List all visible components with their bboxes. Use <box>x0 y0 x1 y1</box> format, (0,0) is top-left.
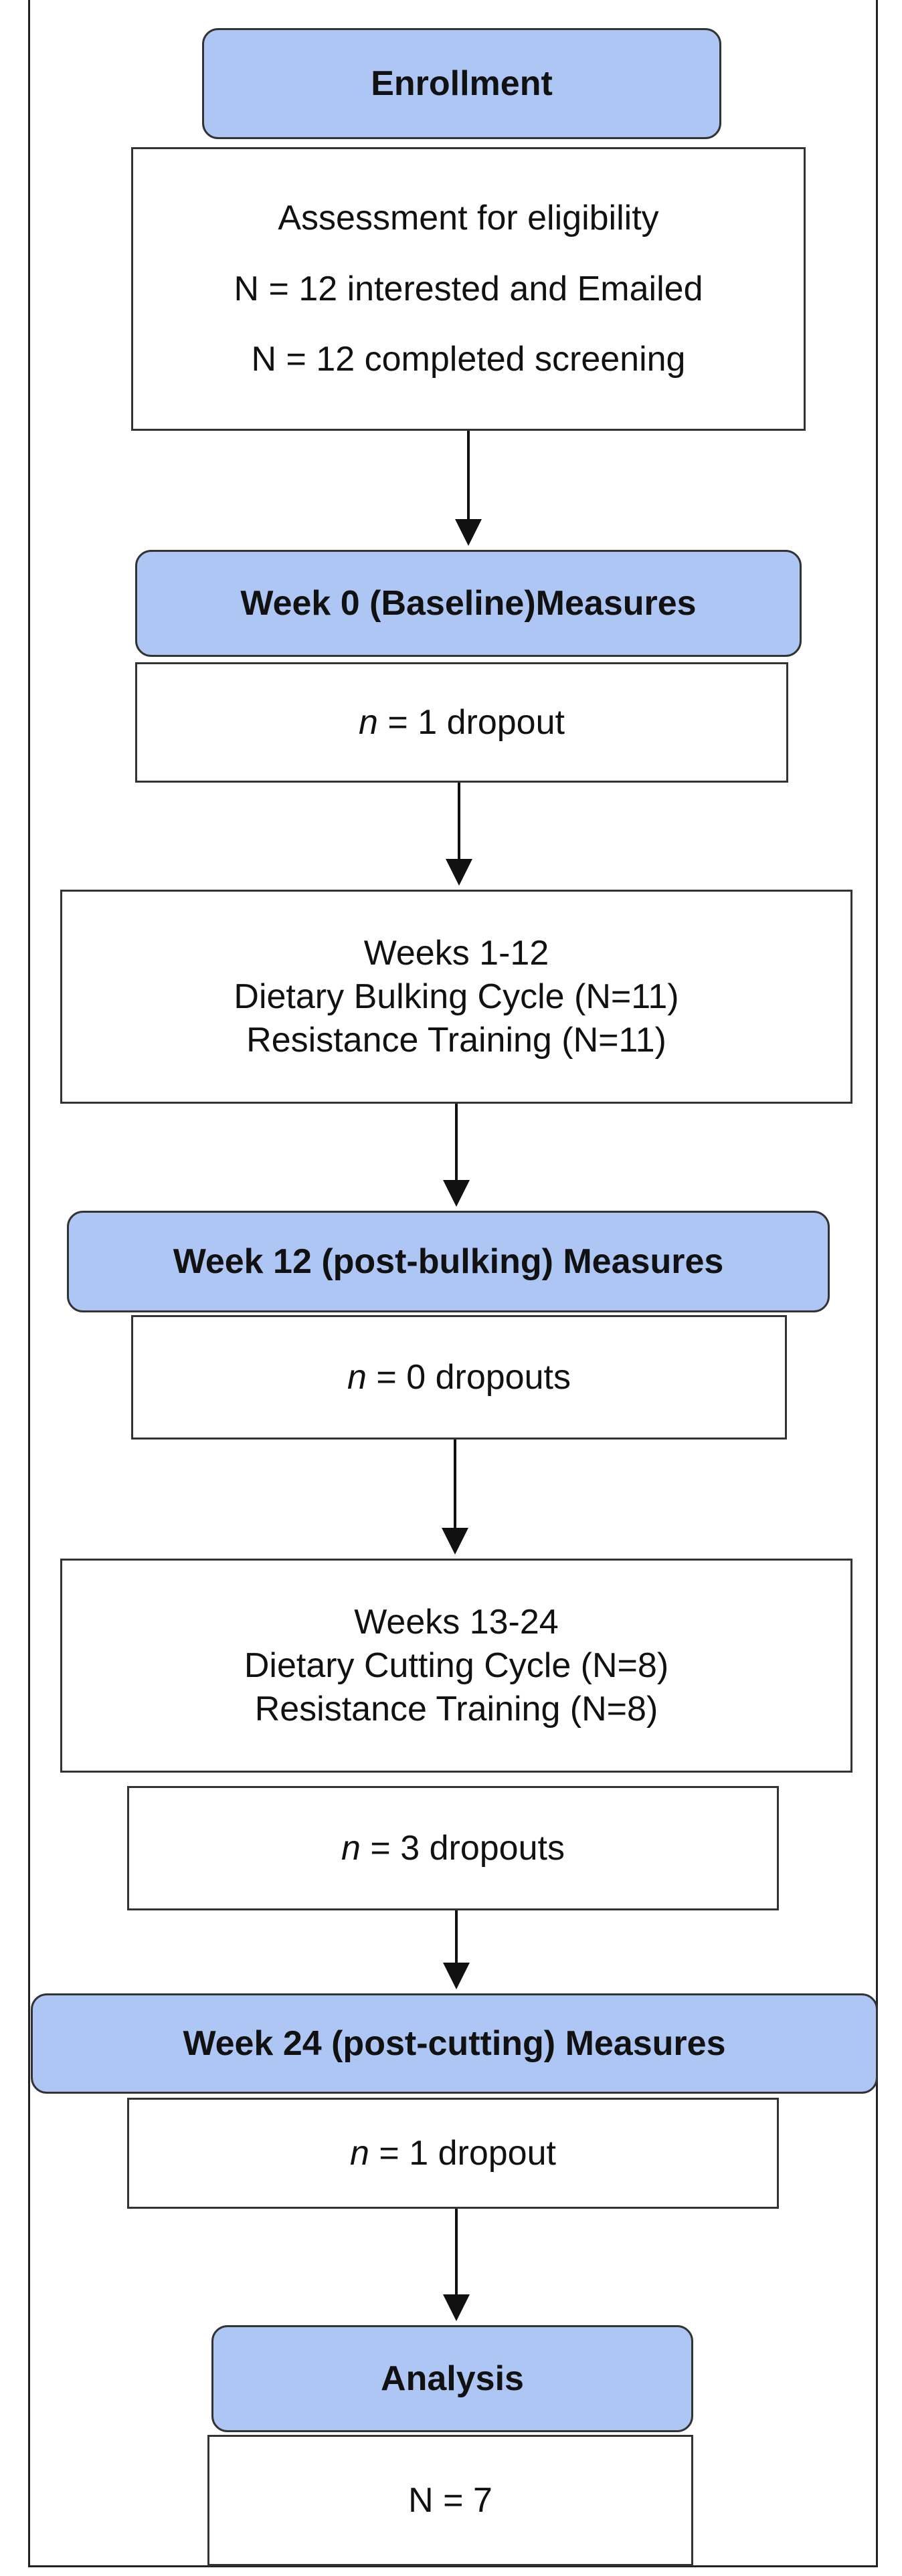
bulking-cycle-box: Weeks 1-12 Dietary Bulking Cycle (N=11) … <box>60 890 852 1104</box>
post-bulking-stage: Week 12 (post-bulking) Measures <box>67 1211 830 1312</box>
baseline-title: Week 0 (Baseline)Measures <box>240 584 697 623</box>
bulking-line-3: Resistance Training (N=11) <box>246 1020 666 1060</box>
bulking-line-1: Weeks 1-12 <box>363 933 549 973</box>
cutting-dropout-box: n = 3 dropouts <box>127 1786 779 1910</box>
post-cutting-dropout-text: n = 1 dropout <box>350 2133 556 2173</box>
baseline-stage: Week 0 (Baseline)Measures <box>135 550 802 657</box>
analysis-title: Analysis <box>381 2359 524 2398</box>
post-cutting-stage: Week 24 (post-cutting) Measures <box>31 1993 878 2094</box>
enrollment-stage: Enrollment <box>202 28 721 139</box>
cutting-line-1: Weeks 13-24 <box>354 1602 559 1642</box>
post-bulking-dropout-text: n = 0 dropouts <box>347 1357 571 1397</box>
post-bulking-title: Week 12 (post-bulking) Measures <box>173 1242 724 1281</box>
eligibility-line-2: N = 12 interested and Emailed <box>234 269 703 308</box>
final-sample-text: N = 7 <box>408 2480 492 2520</box>
baseline-dropout-box: n = 1 dropout <box>135 662 788 783</box>
analysis-stage: Analysis <box>211 2325 693 2432</box>
cutting-dropout-text: n = 3 dropouts <box>341 1828 565 1868</box>
eligibility-line-1: Assessment for eligibility <box>278 198 659 237</box>
bulking-line-2: Dietary Bulking Cycle (N=11) <box>234 977 679 1016</box>
eligibility-box: Assessment for eligibility N = 12 intere… <box>131 147 806 431</box>
enrollment-title: Enrollment <box>371 64 553 103</box>
post-bulking-dropout-box: n = 0 dropouts <box>131 1315 787 1440</box>
cutting-line-2: Dietary Cutting Cycle (N=8) <box>244 1646 669 1685</box>
final-sample-box: N = 7 <box>207 2435 693 2566</box>
cutting-cycle-box: Weeks 13-24 Dietary Cutting Cycle (N=8) … <box>60 1559 852 1773</box>
post-cutting-dropout-box: n = 1 dropout <box>127 2098 779 2209</box>
post-cutting-title: Week 24 (post-cutting) Measures <box>183 2024 726 2063</box>
baseline-dropout-text: n = 1 dropout <box>359 702 565 742</box>
cutting-line-3: Resistance Training (N=8) <box>254 1689 658 1728</box>
diagram-frame <box>28 0 878 2567</box>
eligibility-line-3: N = 12 completed screening <box>251 340 686 379</box>
